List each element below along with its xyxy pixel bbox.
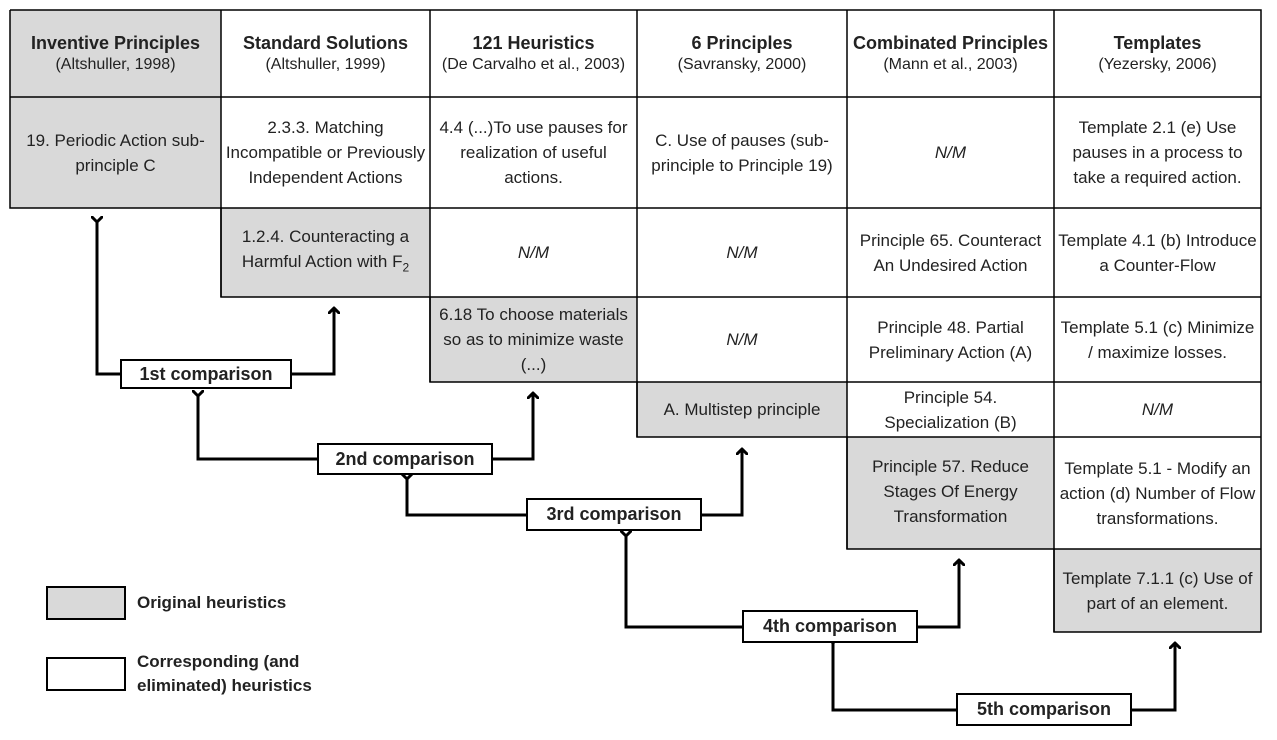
cell-text: Template 7.1.1 (c) Use of part of an ele… xyxy=(1062,568,1253,613)
header-source: (De Carvalho et al., 2003) xyxy=(441,55,626,73)
cell-template-7-1-1: Template 7.1.1 (c) Use of part of an ele… xyxy=(1054,549,1261,632)
cell-template-5-1-d: Template 5.1 - Modify an action (d) Numb… xyxy=(1054,437,1261,549)
cell-not-mapped: N/M xyxy=(637,208,847,297)
cell-text: Principle 57. Reduce Stages Of Energy Tr… xyxy=(872,457,1029,526)
header-title: 121 Heuristics xyxy=(472,32,595,53)
cell-text: Template 4.1 (b) Introduce a Counter-Flo… xyxy=(1058,230,1257,275)
header-templates: Templates (Yezersky, 2006) xyxy=(1054,10,1261,97)
cell-text: N/M xyxy=(1141,400,1174,419)
cell-text: N/M xyxy=(934,143,967,162)
header-title: Templates xyxy=(1113,32,1202,53)
subscript: 2 xyxy=(402,260,410,275)
comparison-label-2nd: 2nd comparison xyxy=(317,443,493,475)
header-source: (Altshuller, 1999) xyxy=(265,55,386,73)
header-source: (Savransky, 2000) xyxy=(677,55,807,73)
header-title: Combinated Principles xyxy=(852,32,1049,53)
cell-text: Principle 54. Specialization (B) xyxy=(884,387,1017,432)
legend-label-corresponding: Corresponding (and eliminated) heuristic… xyxy=(137,652,312,695)
cell-text: Template 2.1 (e) Use pauses in a process… xyxy=(1072,118,1243,187)
header-inventive-principles: Inventive Principles (Altshuller, 1998) xyxy=(10,10,221,97)
cell-principle-48: Principle 48. Partial Preliminary Action… xyxy=(847,297,1054,382)
comparison-label-5th: 5th comparison xyxy=(956,693,1132,726)
comparison-label-4th: 4th comparison xyxy=(742,610,918,643)
cell-text: 6.18 To choose materials so as to minimi… xyxy=(439,305,628,374)
header-source: (Mann et al., 2003) xyxy=(883,55,1018,73)
cell-not-mapped: N/M xyxy=(430,208,637,297)
cell-text: N/M xyxy=(726,330,758,349)
header-source: (Altshuller, 1998) xyxy=(55,55,176,73)
legend-swatch-original xyxy=(46,586,126,620)
header-121-heuristics: 121 Heuristics (De Carvalho et al., 2003… xyxy=(430,10,637,97)
comparison-label-1st: 1st comparison xyxy=(120,359,292,389)
comparison-arrows xyxy=(97,222,1175,712)
comparison-label-3rd: 3rd comparison xyxy=(526,498,702,531)
cell-text: Principle 48. Partial Preliminary Action… xyxy=(868,317,1033,362)
header-source: (Yezersky, 2006) xyxy=(1098,55,1217,73)
header-title: Inventive Principles xyxy=(30,32,201,53)
legend-swatch-corresponding xyxy=(46,657,126,691)
legend-label-original: Original heuristics xyxy=(137,593,287,612)
cell-periodic-action: 19. Periodic Action sub-principle C xyxy=(10,97,221,208)
cell-text: Template 5.1 - Modify an action (d) Numb… xyxy=(1059,458,1256,528)
header-combinated-principles: Combinated Principles (Mann et al., 2003… xyxy=(847,10,1054,97)
cell-text: 19. Periodic Action sub-principle C xyxy=(26,130,205,175)
arrow-1st-comparison xyxy=(97,222,334,376)
cell-text: N/M xyxy=(517,243,550,262)
cell-principle-65: Principle 65. Counteract An Undesired Ac… xyxy=(847,208,1054,297)
cell-template-4-1: Template 4.1 (b) Introduce a Counter-Flo… xyxy=(1054,208,1261,297)
cell-text: 2.3.3. Matching Incompatible or Previous… xyxy=(225,118,426,187)
cell-use-of-pauses: C. Use of pauses (sub-principle to Princ… xyxy=(637,97,847,208)
header-title: 6 Principles xyxy=(691,32,793,53)
cell-matching-incompatible: 2.3.3. Matching Incompatible or Previous… xyxy=(221,97,430,208)
cell-template-2-1: Template 2.1 (e) Use pauses in a process… xyxy=(1054,97,1261,208)
table-grid xyxy=(9,9,1262,633)
cell-text: 4.4 (...)To use pauses for realization o… xyxy=(439,118,628,187)
cell-text: A. Multistep principle xyxy=(663,400,821,419)
header-6-principles: 6 Principles (Savransky, 2000) xyxy=(637,10,847,97)
cell-text: Principle 65. Counteract An Undesired Ac… xyxy=(859,230,1042,275)
cell-not-mapped: N/M xyxy=(1054,382,1261,437)
header-standard-solutions: Standard Solutions (Altshuller, 1999) xyxy=(221,10,430,97)
cell-template-5-1-c: Template 5.1 (c) Minimize / maximize los… xyxy=(1054,297,1261,382)
cell-text: N/M xyxy=(726,243,758,262)
cell-not-mapped: N/M xyxy=(847,97,1054,208)
cell-principle-54: Principle 54. Specialization (B) xyxy=(847,382,1054,437)
cell-not-mapped: N/M xyxy=(637,297,847,382)
cell-text: C. Use of pauses (sub-principle to Princ… xyxy=(651,130,833,175)
cell-text: Template 5.1 (c) Minimize / maximize los… xyxy=(1060,317,1255,362)
cell-use-pauses-heuristic: 4.4 (...)To use pauses for realization o… xyxy=(430,97,637,208)
cell-choose-materials: 6.18 To choose materials so as to minimi… xyxy=(430,297,637,382)
header-title: Standard Solutions xyxy=(242,32,408,53)
cell-multistep-principle: A. Multistep principle xyxy=(637,382,847,437)
